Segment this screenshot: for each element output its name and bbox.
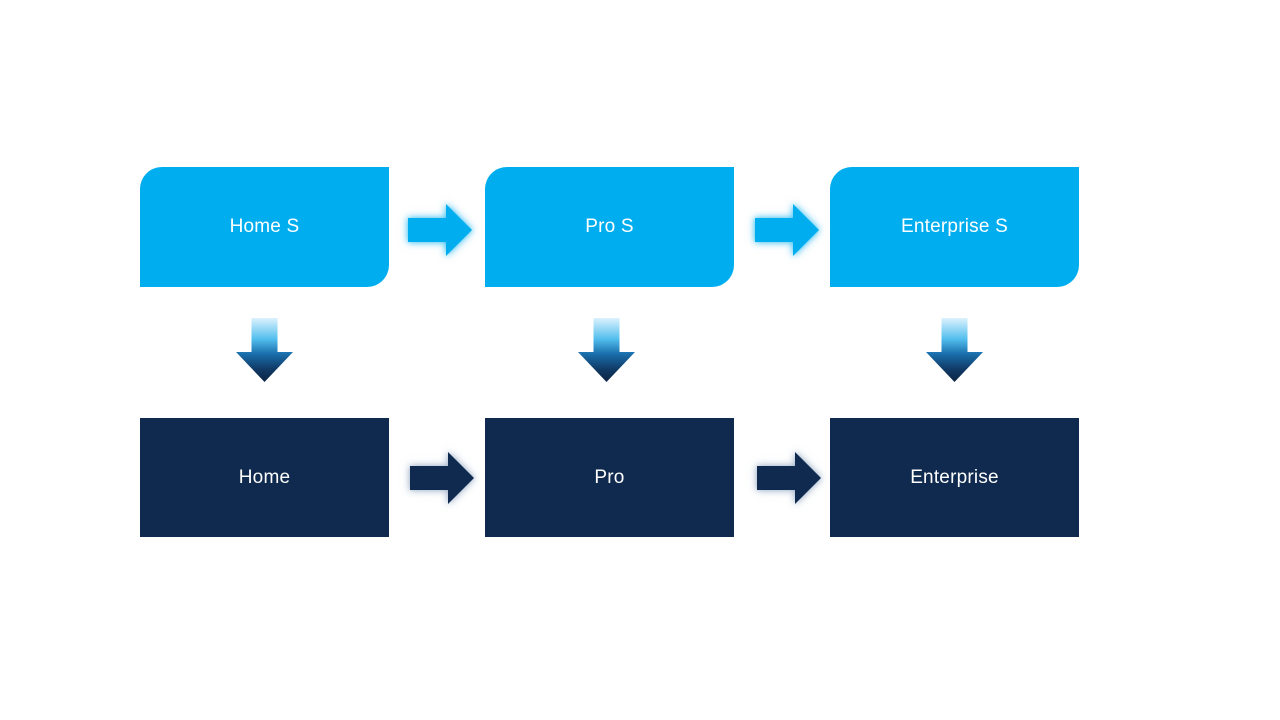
right-arrow-icon <box>755 204 819 256</box>
box-label: Pro <box>594 466 625 488</box>
upgrade-box-pro: Pro <box>485 418 734 537</box>
box-label: Enterprise S <box>901 216 1008 237</box>
upgrade-box-home-s: Home S <box>140 167 389 287</box>
right-arrow-icon <box>757 452 821 504</box>
box-label: Enterprise <box>910 466 999 488</box>
down-arrow-icon <box>236 318 293 382</box>
right-arrow-icon <box>408 204 472 256</box>
box-label: Home S <box>229 216 300 237</box>
upgrade-box-enterprise-s: Enterprise S <box>830 167 1079 287</box>
right-arrow-icon <box>410 452 474 504</box>
upgrade-box-pro-s: Pro S <box>485 167 734 287</box>
upgrade-box-enterprise: Enterprise <box>830 418 1079 537</box>
box-label: Home <box>238 466 291 488</box>
box-label: Pro S <box>585 216 634 237</box>
down-arrow-icon <box>926 318 983 382</box>
upgrade-box-home: Home <box>140 418 389 537</box>
down-arrow-icon <box>578 318 635 382</box>
